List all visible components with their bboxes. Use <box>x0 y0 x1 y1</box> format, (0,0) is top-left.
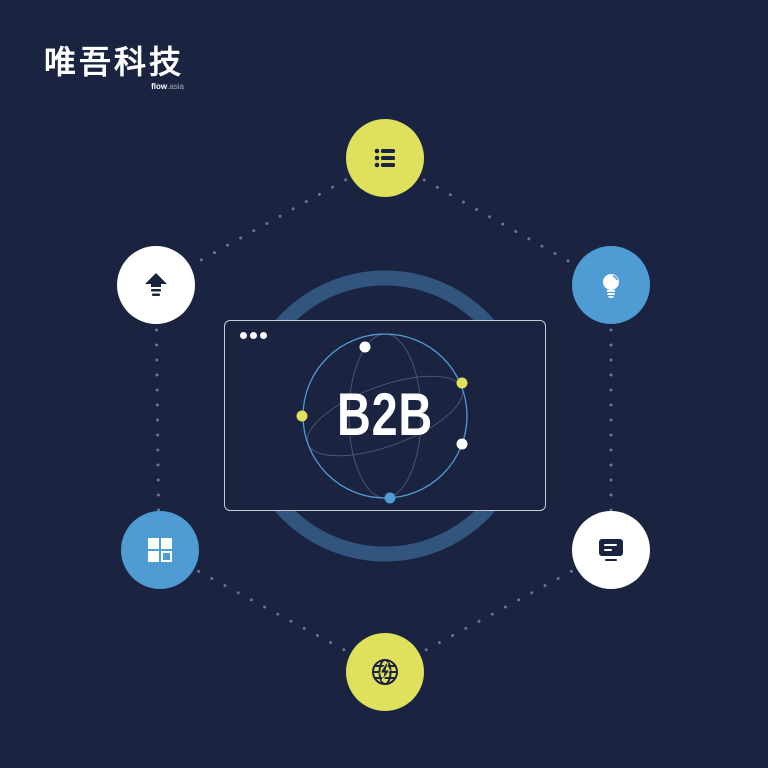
list-icon <box>374 148 395 168</box>
node-upload[interactable] <box>117 246 195 324</box>
b2b-window: B2B <box>224 320 546 511</box>
logo-english: flow.asia <box>151 82 185 91</box>
orbit-dot-yellow <box>296 410 308 422</box>
upload-arrow-icon <box>145 273 167 296</box>
node-apps[interactable] <box>121 511 199 589</box>
orbit-dot-yellow <box>456 377 468 389</box>
monitor-icon <box>599 539 623 561</box>
node-monitor[interactable] <box>572 511 650 589</box>
window-controls <box>240 332 267 339</box>
orbit-dot-blue <box>384 492 396 504</box>
brand-logo: 唯吾科技 flow.asia <box>44 42 185 91</box>
orbit-dot-white <box>359 341 371 353</box>
logo-chinese: 唯吾科技 <box>44 43 185 81</box>
node-global[interactable] <box>346 633 424 711</box>
node-list[interactable] <box>346 119 424 197</box>
lightbulb-icon <box>603 274 619 298</box>
globe-orbit-graphic <box>296 333 468 504</box>
globe-lightning-icon <box>372 659 398 685</box>
node-idea[interactable] <box>572 246 650 324</box>
orbit-dot-white <box>456 438 468 450</box>
apps-grid-icon <box>148 538 172 562</box>
b2b-label: B2B <box>337 381 433 448</box>
